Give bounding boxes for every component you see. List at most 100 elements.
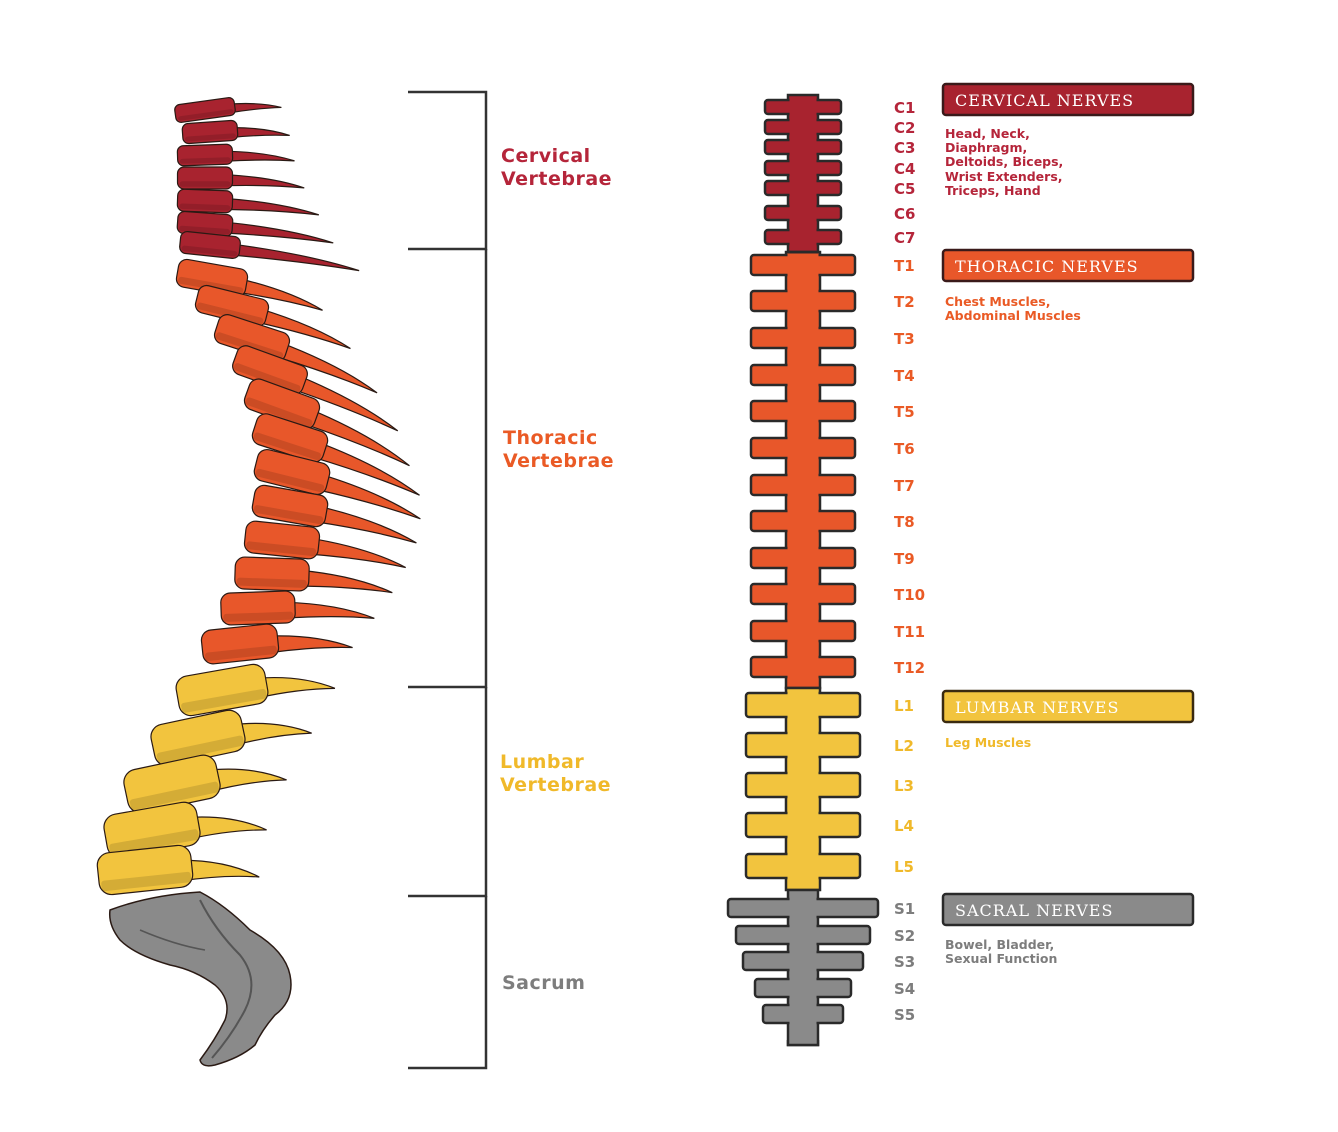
column-tail xyxy=(786,1040,820,1047)
level-label-c4: C4 xyxy=(894,160,915,178)
thoracic-vertebra-body xyxy=(253,448,331,496)
level-label-t3: T3 xyxy=(894,330,915,348)
cervical-vertebra-shade xyxy=(179,181,231,187)
sacral-nerves-description: Bowel, Bladder, Sexual Function xyxy=(945,937,1059,966)
thoracic-vertebra-process xyxy=(265,635,353,654)
cervical-vertebra-body xyxy=(181,119,239,145)
lumbar-vertebra-shade xyxy=(101,871,192,892)
thoracic-desc-line: Chest Muscles, xyxy=(945,294,1050,309)
level-label-l5: L5 xyxy=(894,858,914,876)
nerve-group-thoracic: THORACIC NERVES Chest Muscles, Abdominal… xyxy=(941,248,1195,323)
bracket-sacrum xyxy=(408,896,488,1070)
lumbar-desc-line: Leg Muscles xyxy=(945,735,1031,750)
bracket-thoracic xyxy=(408,249,488,689)
cervical-vertebra-process xyxy=(224,102,282,115)
cervical-label-line1: Cervical xyxy=(501,145,591,167)
region-brackets xyxy=(408,90,488,1070)
lumbar-vertebra-shade xyxy=(181,688,267,713)
thoracic-vertebra-shade xyxy=(233,363,301,393)
level-label-t8: T8 xyxy=(894,513,915,531)
thoracic-vertebra-process xyxy=(296,569,393,594)
level-label-l2: L2 xyxy=(894,737,914,755)
cervical-vertebra-process xyxy=(223,221,334,244)
thoracic-vertebra-process xyxy=(310,440,420,496)
thoracic-nerves-description: Chest Muscles, Abdominal Muscles xyxy=(945,294,1081,323)
thoracic-vertebra-body xyxy=(243,520,321,560)
thoracic-vertebra-shade xyxy=(236,577,307,588)
level-label-t2: T2 xyxy=(894,293,915,311)
nerve-group-cervical: CERVICAL NERVES Head, Neck, Diaphragm, D… xyxy=(941,82,1195,198)
level-label-t12: T12 xyxy=(894,659,925,677)
lumbar-vertebra-body xyxy=(96,844,194,896)
spinal-cord-core xyxy=(787,254,819,686)
level-label-c3: C3 xyxy=(894,139,915,157)
level-label-t4: T4 xyxy=(894,367,915,385)
sacral-desc-line: Bowel, Bladder, xyxy=(945,937,1054,952)
level-label-l1: L1 xyxy=(894,697,914,715)
cervical-desc-line: Diaphragm, xyxy=(945,140,1027,155)
level-label-t10: T10 xyxy=(894,586,925,604)
nerve-group-sacral: SACRAL NERVES Bowel, Bladder, Sexual Fun… xyxy=(941,892,1195,966)
thoracic-vertebra xyxy=(194,284,351,350)
lumbar-vertebra xyxy=(175,663,336,717)
lumbar-vertebra-shade xyxy=(156,735,244,764)
cervical-vertebra-shade xyxy=(179,157,231,164)
cervical-vertebra xyxy=(179,230,360,272)
lumbar-vertebra xyxy=(150,709,312,767)
thoracic-vertebra-body xyxy=(251,484,329,528)
bracket-lumbar xyxy=(408,687,488,898)
cervical-vertebra-body xyxy=(176,188,234,214)
thoracic-label-line2: Vertebrae xyxy=(503,450,614,472)
thoracic-vertebra-shade xyxy=(255,468,325,493)
level-label-t7: T7 xyxy=(894,477,915,495)
level-labels: C1C2C3C4C5C6C7T1T2T3T4T5T6T7T8T9T10T11T1… xyxy=(894,99,925,1024)
lumbar-vertebra xyxy=(96,844,260,896)
level-label-t9: T9 xyxy=(894,550,915,568)
level-label-l4: L4 xyxy=(894,817,914,835)
level-label-s1: S1 xyxy=(894,900,915,918)
cervical-vertebra-shade xyxy=(184,133,236,142)
lumbar-nerves-description: Leg Muscles xyxy=(945,735,1031,750)
thoracic-vertebra-shade xyxy=(253,505,324,525)
thoracic-vertebra xyxy=(243,520,406,569)
sacrum-ridge xyxy=(199,899,253,1059)
thoracic-vertebra-body xyxy=(220,590,296,626)
thoracic-desc-line: Abdominal Muscles xyxy=(945,308,1081,323)
nerve-group-lumbar: LUMBAR NERVES Leg Muscles xyxy=(941,689,1195,750)
cervical-region-label: Cervical Vertebrae xyxy=(501,145,612,190)
sacrum-ridge xyxy=(139,929,206,951)
lumbar-vertebra-process xyxy=(182,816,267,841)
thoracic-region-label: Thoracic Vertebrae xyxy=(503,427,614,472)
level-label-t11: T11 xyxy=(894,623,925,641)
thoracic-vertebra-process xyxy=(272,340,378,394)
cervical-vertebra xyxy=(181,119,290,145)
thoracic-vertebra-body xyxy=(200,623,280,665)
lumbar-vertebra-shade xyxy=(109,829,199,855)
lumbar-vertebra-body xyxy=(175,663,269,717)
cervical-vertebra-body xyxy=(174,97,236,123)
cervical-vertebra-shade xyxy=(181,245,238,257)
lumbar-region-label: Lumbar Vertebrae xyxy=(500,751,611,796)
level-label-c1: C1 xyxy=(894,99,915,117)
thoracic-vertebra-process xyxy=(233,277,323,311)
level-label-s5: S5 xyxy=(894,1006,915,1024)
thoracic-vertebra-process xyxy=(283,601,375,619)
thoracic-vertebra xyxy=(200,623,353,665)
cervical-vertebra-process xyxy=(223,174,305,189)
sacral-nerves-title-box xyxy=(941,892,1195,927)
level-label-t1: T1 xyxy=(894,257,915,275)
cervical-vertebra-process xyxy=(223,197,320,216)
lumbar-label-line2: Vertebrae xyxy=(500,774,611,796)
cervical-vertebra xyxy=(176,210,334,244)
level-label-s2: S2 xyxy=(894,927,915,945)
thoracic-vertebra xyxy=(251,413,420,496)
anatomical-spine-illustration xyxy=(96,97,421,1067)
cervical-desc-line: Deltoids, Biceps, xyxy=(945,154,1063,169)
thoracic-vertebra-process xyxy=(312,505,417,544)
thoracic-vertebra xyxy=(220,590,375,626)
cervical-vertebra xyxy=(176,166,305,190)
lumbar-nerves-title: LUMBAR NERVES xyxy=(955,698,1119,717)
level-label-c7: C7 xyxy=(894,229,915,247)
